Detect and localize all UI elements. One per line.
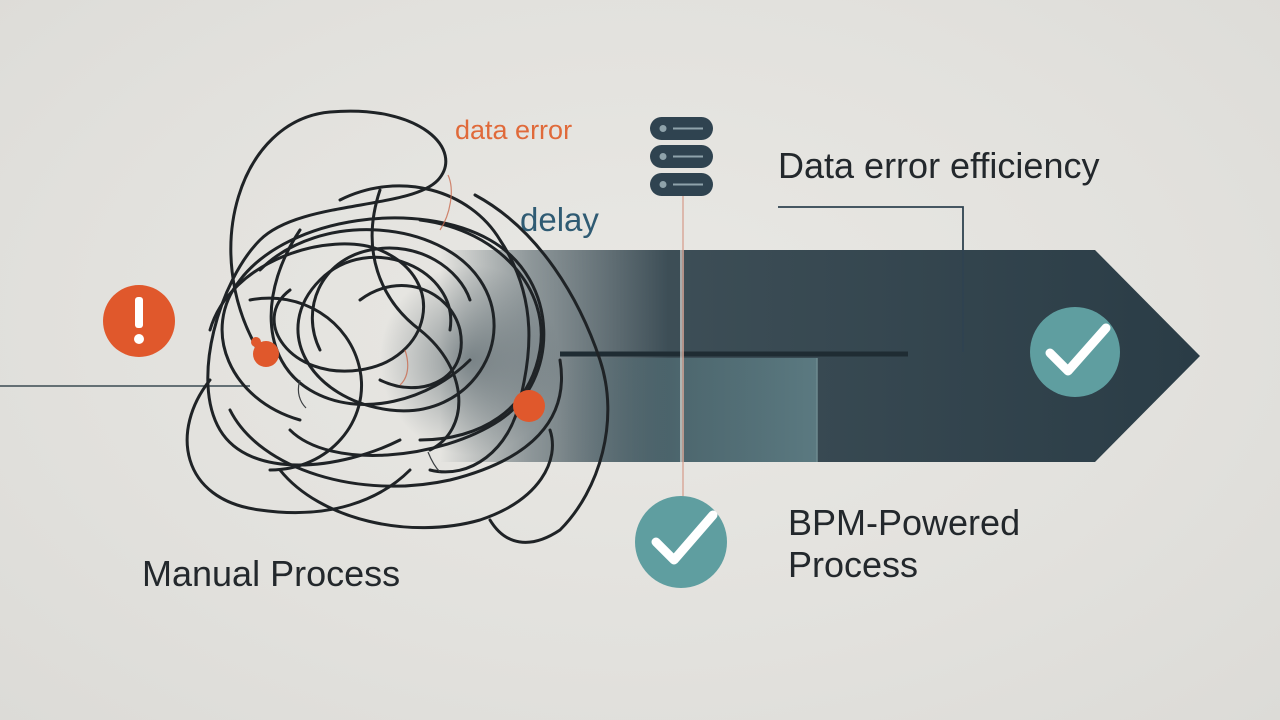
- bpm-process-label: BPM-Powered Process: [788, 502, 1088, 586]
- database-server-icon: [650, 117, 713, 196]
- error-node-small: [251, 337, 261, 347]
- bpm-label-line2: Process: [788, 544, 919, 586]
- checkmark-icon: [1030, 307, 1120, 397]
- delay-label: delay: [520, 201, 599, 238]
- error-node-icon: [253, 341, 279, 367]
- bpm-label-line1: BPM-Powered: [788, 502, 1021, 543]
- efficiency-connector: [778, 206, 964, 352]
- tangled-lines-thin: [297, 379, 441, 473]
- tangled-lines: [185, 109, 610, 544]
- tangled-lines-accent: [399, 174, 452, 386]
- data-error-label: data error: [455, 115, 573, 145]
- bpm-checkmark-icon: [635, 496, 727, 588]
- manual-process-label: Manual Process: [142, 553, 401, 594]
- exclamation-alert-icon: [103, 285, 175, 357]
- delay-node-icon: [513, 390, 545, 422]
- efficiency-label: Data error efficiency: [778, 145, 1100, 186]
- inner-panel: [560, 358, 817, 462]
